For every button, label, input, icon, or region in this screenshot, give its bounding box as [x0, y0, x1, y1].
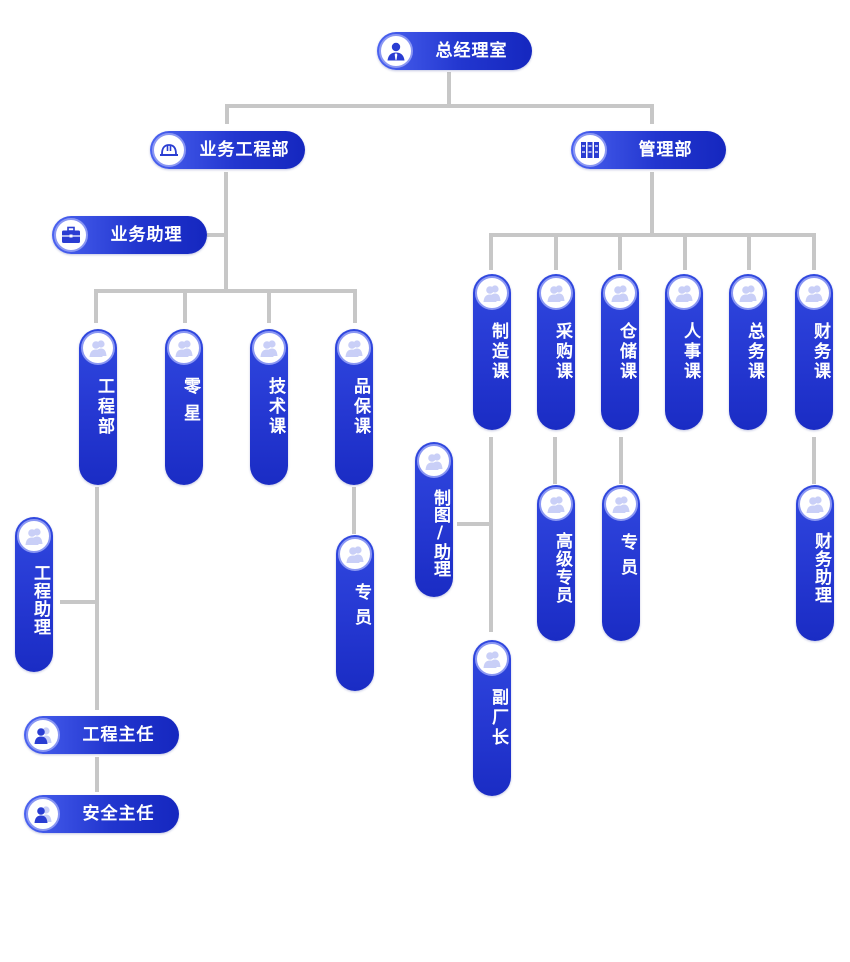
people-icon	[604, 487, 638, 521]
hr-section-node: 人事课	[665, 274, 703, 430]
manager-user-icon	[379, 34, 413, 68]
people-icon	[417, 444, 451, 478]
node-label: 专员	[617, 533, 637, 583]
business-assistant-node: 业务助理	[52, 216, 207, 254]
business-engineering-node: 业务工程部	[150, 131, 305, 169]
safety-director-node: 安全主任	[24, 795, 179, 833]
general-affairs-section-node: 总务课	[729, 274, 767, 430]
node-label: 财务课	[810, 322, 830, 382]
people-icon	[797, 276, 831, 310]
finance-section-node: 财务课	[795, 274, 833, 430]
hard-hat-icon	[152, 133, 186, 167]
tech-section-node: 技术课	[250, 329, 288, 485]
people-icon	[17, 519, 51, 553]
engineering-director-node: 工程主任	[24, 716, 179, 754]
people-icon	[475, 642, 509, 676]
people-icon	[798, 487, 832, 521]
people-icon	[539, 276, 573, 310]
people-icon	[667, 276, 701, 310]
senior-specialist-node: 高级专员	[537, 485, 575, 641]
node-label: 采购课	[552, 322, 572, 382]
node-label: 品保课	[350, 377, 370, 437]
engineering-dept-node: 工程部	[79, 329, 117, 485]
briefcase-icon	[54, 218, 88, 252]
finance-assistant-node: 财务助理	[796, 485, 834, 641]
warehouse-specialist-node: 专员	[602, 485, 640, 641]
node-label: 高级专员	[552, 532, 572, 604]
people-icon	[475, 276, 509, 310]
node-label: 专员	[351, 583, 371, 633]
node-label: 仓储课	[616, 322, 636, 382]
node-label: 副厂长	[488, 688, 508, 748]
binders-icon	[573, 133, 607, 167]
node-label: 财务助理	[811, 532, 831, 604]
drafting-assistant-node: 制图/助理	[415, 442, 453, 597]
engineering-assistant-node: 工程助理	[15, 517, 53, 672]
people-icon	[26, 718, 60, 752]
management-node: 管理部	[571, 131, 726, 169]
node-label: 技术课	[265, 377, 285, 437]
node-label: 业务助理	[110, 225, 183, 245]
warehouse-section-node: 仓储课	[601, 274, 639, 430]
people-icon	[603, 276, 637, 310]
node-label: 工程主任	[82, 725, 155, 745]
node-label: 安全主任	[82, 804, 155, 824]
connector-business-children	[94, 289, 357, 323]
node-label: 制图/助理	[430, 489, 450, 577]
node-label: 零星	[180, 377, 200, 431]
people-icon	[731, 276, 765, 310]
deputy-director-node: 副厂长	[473, 640, 511, 796]
people-icon	[26, 797, 60, 831]
people-icon	[338, 537, 372, 571]
node-label: 工程部	[94, 377, 114, 437]
people-icon	[539, 487, 573, 521]
connector-gm-to-departments	[225, 72, 654, 124]
manufacturing-section-node: 制造课	[473, 274, 511, 430]
node-label: 总务课	[744, 322, 764, 382]
people-icon	[252, 331, 286, 365]
node-label: 制造课	[488, 322, 508, 382]
node-label: 管理部	[638, 140, 693, 160]
retail-node: 零星	[165, 329, 203, 485]
connector-management-children	[489, 233, 816, 270]
node-label: 总经理室	[435, 41, 508, 61]
qa-specialist-node: 专员	[336, 535, 374, 691]
qa-section-node: 品保课	[335, 329, 373, 485]
people-icon	[81, 331, 115, 365]
node-label: 工程助理	[30, 564, 50, 636]
procurement-section-node: 采购课	[537, 274, 575, 430]
gm-office-node: 总经理室	[377, 32, 532, 70]
node-label: 业务工程部	[199, 140, 290, 160]
people-icon	[337, 331, 371, 365]
people-icon	[167, 331, 201, 365]
node-label: 人事课	[680, 322, 700, 382]
